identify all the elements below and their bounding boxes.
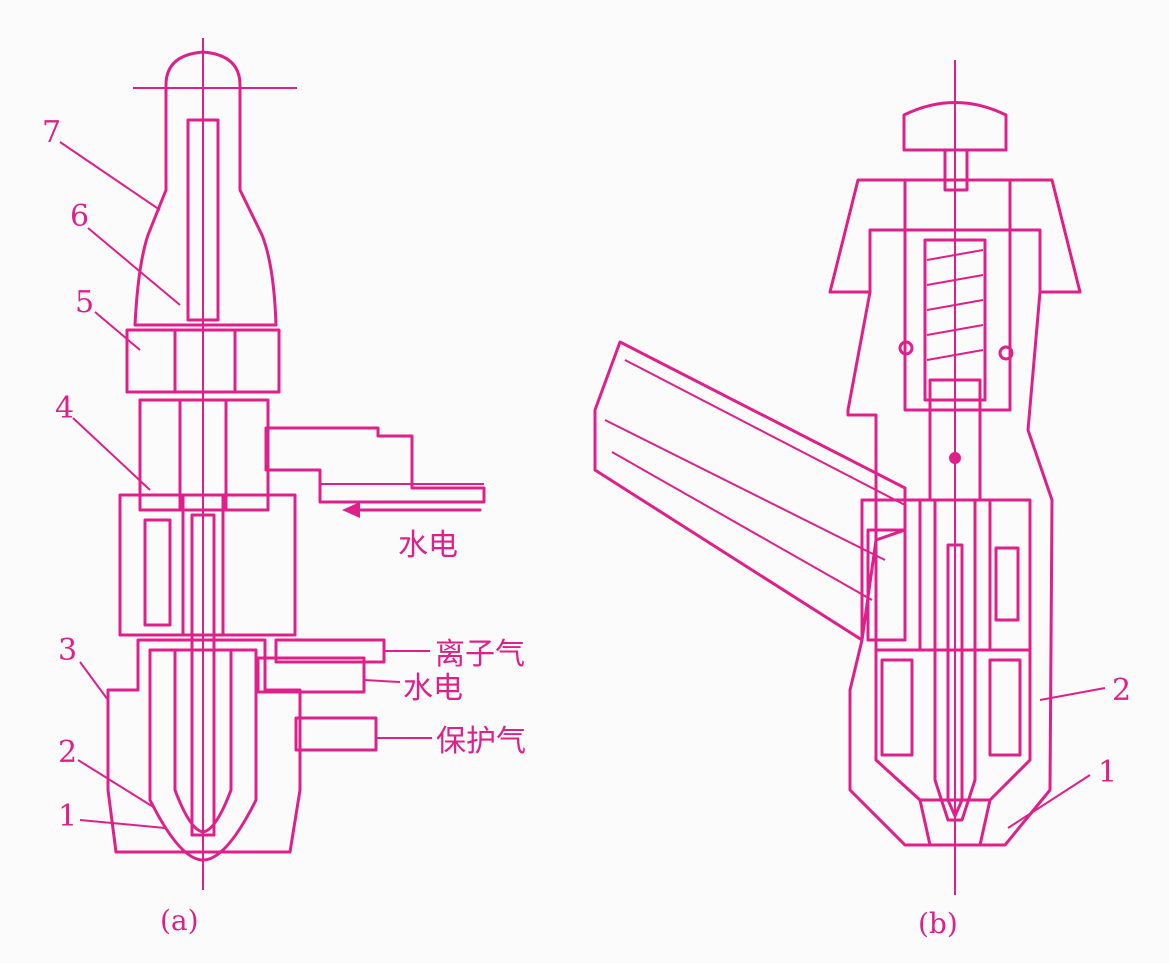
caption-a: (a) [160,904,199,937]
caption-b: (b) [918,907,958,940]
label-4: 4 [55,391,74,426]
label-b-1: 1 [1098,755,1117,790]
electrode-a [190,513,216,837]
label-water-power-top: 水电 [398,528,458,563]
spring-chamber [923,238,987,402]
nozzle-b [874,648,1032,802]
label-1: 1 [58,799,77,834]
label-water-power: 水电 [403,671,463,706]
label-shield-gas: 保护气 [436,724,526,759]
water-power-inlet-a [264,426,486,504]
cap-handle-a [133,50,278,327]
tip-b [918,798,992,847]
insulator-b [874,498,1032,652]
torch-a-drawing [59,38,486,890]
label-2: 2 [58,735,77,770]
wing-b [828,178,1082,294]
housing-b [903,178,1012,412]
electrode-rod-a [186,118,220,322]
shield-gas-inlet [294,716,378,752]
ring-b-right [988,658,1022,757]
label-5: 5 [75,285,94,320]
ring-b-left [880,658,914,757]
label-7: 7 [42,115,61,150]
handle-tube-b [593,340,907,642]
label-6: 6 [70,199,89,234]
label-3: 3 [58,633,77,668]
shroud-3 [106,638,302,854]
spring [926,249,984,361]
outer-body-b [846,290,1054,847]
electrode-b [933,498,977,822]
torch-b-drawing [593,60,1106,895]
knob-b [902,101,1008,152]
water-power-inlet-b [256,656,366,694]
label-plasma-gas: 离子气 [435,637,525,672]
label-b-2: 2 [1112,673,1131,708]
